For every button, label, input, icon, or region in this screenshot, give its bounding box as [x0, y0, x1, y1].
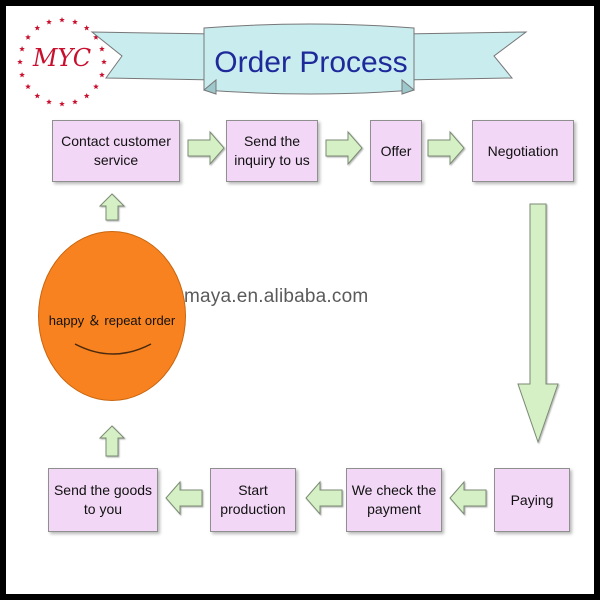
- logo-star: [83, 25, 90, 31]
- logo-star: [19, 46, 25, 52]
- circle-label: happy ＆ repeat order: [48, 313, 176, 328]
- step-send-goods: Send the goods to you: [48, 468, 158, 532]
- arrow-left-2: [305, 480, 343, 516]
- step-contact-customer-service: Contact customer service: [52, 120, 180, 182]
- logo-star: [99, 71, 105, 78]
- logo-star: [34, 25, 41, 31]
- arrow-left-1: [449, 480, 487, 516]
- step-offer: Offer: [370, 120, 422, 182]
- star-ring-logo-icon: [17, 17, 107, 107]
- logo-star: [46, 98, 52, 105]
- logo-text: MYC: [32, 44, 92, 72]
- arrow-up-top: [98, 193, 126, 221]
- arrow-right-2: [325, 130, 363, 166]
- logo-star: [99, 46, 105, 52]
- logo-star: [25, 34, 31, 40]
- logo-star: [72, 19, 78, 25]
- logo-star: [101, 59, 107, 65]
- logo-star: [59, 101, 65, 107]
- logo-star: [59, 17, 65, 23]
- company-logo: MYC: [14, 14, 110, 110]
- logo-star: [17, 59, 23, 65]
- logo-star: [93, 83, 99, 90]
- logo-star: [34, 92, 41, 99]
- logo-star: [83, 92, 90, 99]
- step-check-payment: We check the payment: [346, 468, 442, 532]
- logo-star: [93, 34, 99, 40]
- step-send-inquiry: Send the inquiry to us: [226, 120, 318, 182]
- step-start-production: Start production: [210, 468, 296, 532]
- arrow-up-bottom: [98, 425, 126, 457]
- page-title: Order Process: [214, 46, 408, 79]
- arrow-left-3: [165, 480, 203, 516]
- arrow-right-1: [187, 130, 225, 166]
- logo-star: [46, 19, 52, 25]
- arrow-down-large: [517, 203, 559, 444]
- smile-icon: [74, 343, 152, 355]
- step-negotiation: Negotiation: [472, 120, 574, 182]
- step-paying: Paying: [494, 468, 570, 532]
- title-banner: [90, 23, 528, 95]
- logo-star: [72, 98, 78, 105]
- order-process-diagram: MYC Order Process: [6, 6, 594, 594]
- flow-arrows: [98, 130, 559, 516]
- logo-star: [25, 83, 31, 90]
- happy-repeat-order-circle: happy ＆ repeat order: [38, 231, 186, 401]
- watermark: maya.en.alibaba.com: [184, 286, 369, 307]
- arrow-right-3: [427, 130, 465, 166]
- logo-star: [19, 71, 25, 78]
